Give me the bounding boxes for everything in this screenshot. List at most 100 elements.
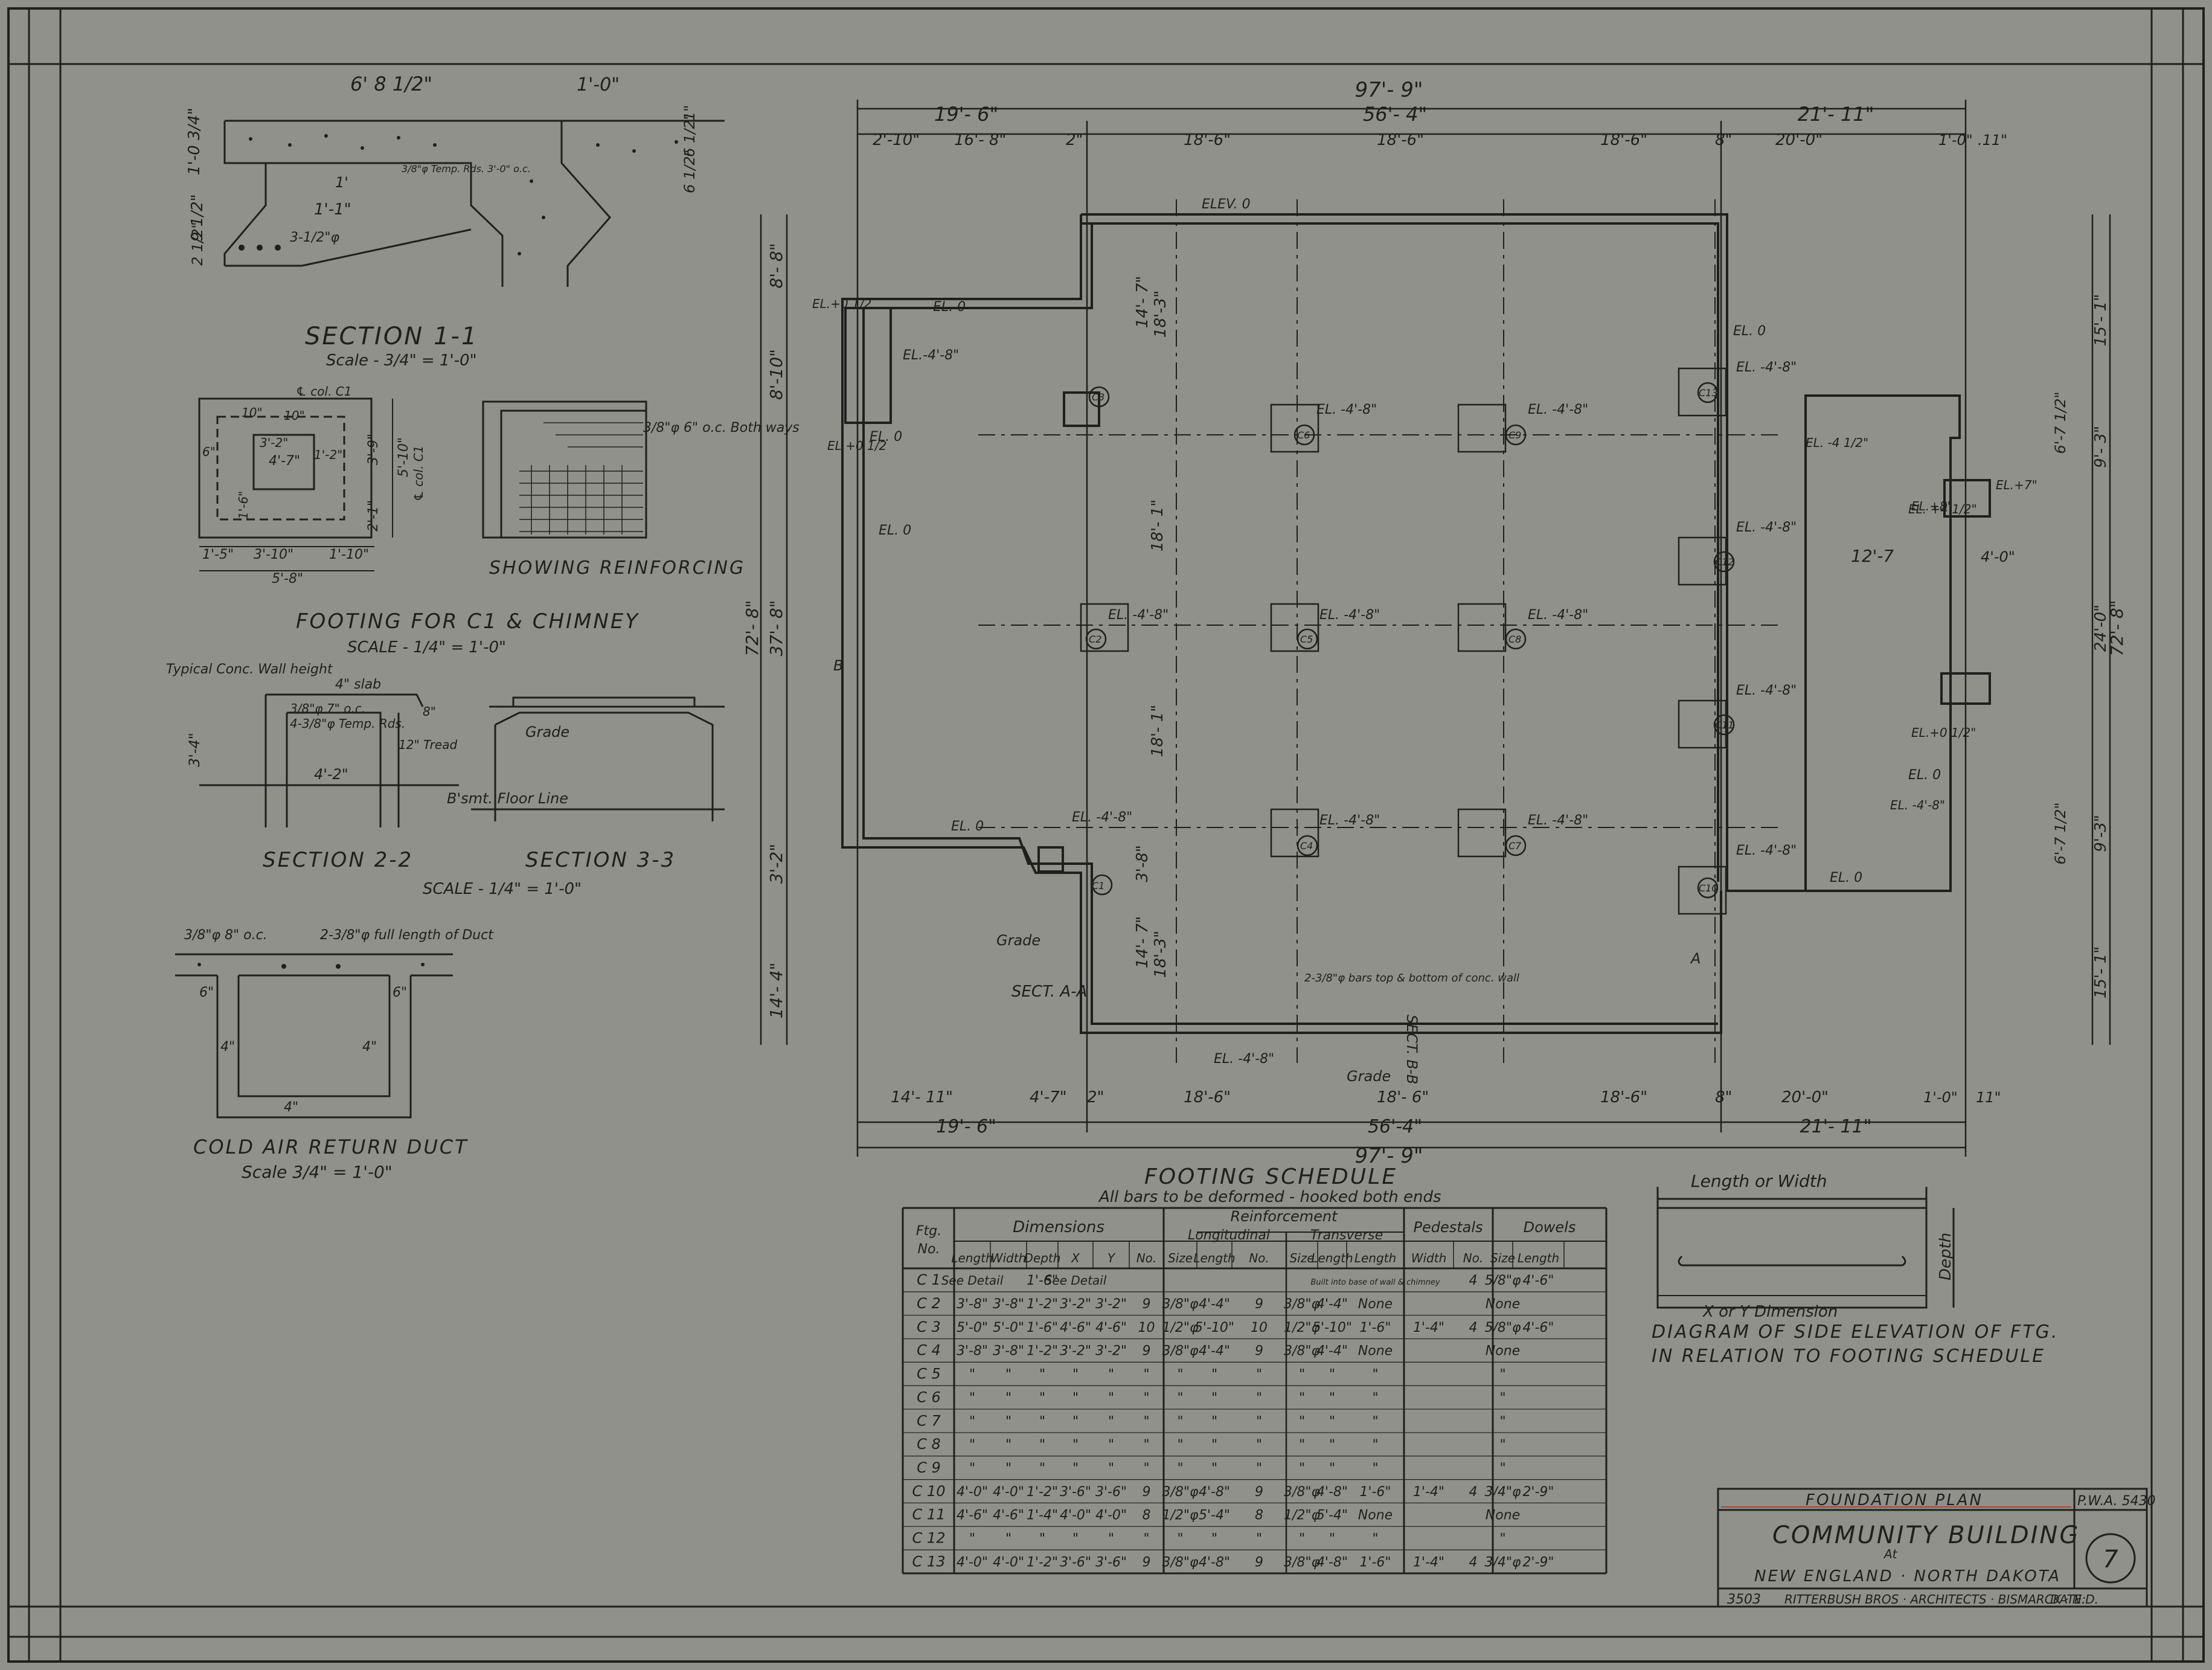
title-block: FOUNDATION PLAN P.W.A. 5430 COMMUNITY BU… — [1717, 1488, 2156, 1608]
schedule-row-0-cell-15: 5/8"φ — [1484, 1273, 1521, 1288]
elev-label-29: EL. +4 1/2" — [1908, 502, 1977, 516]
schedule-head-dowels: Dowels — [1524, 1219, 1576, 1236]
dim-bottom-left: 19'- 6" — [936, 1116, 996, 1137]
dim-right-small: 4'-0" — [1981, 548, 2015, 565]
fc1-dim-10: 3'-10" — [254, 547, 293, 562]
schedule-row-2-cell-14: 4 — [1469, 1320, 1478, 1335]
col-label-c1: C1 — [1092, 880, 1104, 891]
fc1-dim-12: 5'-8" — [272, 571, 303, 586]
elev-label-24: EL. -4 1/2" — [1806, 435, 1868, 450]
schedule-row-3-cell-11: 4'-4" — [1316, 1344, 1348, 1359]
schedule-row-5-cell-3: " — [1039, 1390, 1045, 1405]
elev-label-17: EL. -4'-8" — [1528, 813, 1588, 828]
schedule-row-2-cell-10: 1/2"φ — [1284, 1320, 1321, 1335]
schedule-row-1-cell-5: 3'-2" — [1095, 1297, 1127, 1312]
schedule-col-1: Width — [991, 1251, 1027, 1265]
dim-left-top: 8'- 8" — [766, 243, 786, 288]
dim-left-second: 8'-10" — [766, 349, 786, 400]
schedule-row-8-cell-4: " — [1072, 1461, 1079, 1476]
elev-label-10: EL.-4'-8" — [903, 348, 959, 363]
schedule-row-8-cell-6: " — [1143, 1461, 1149, 1476]
schedule-col-4: Y — [1108, 1251, 1116, 1265]
sec11-dim-2: 1'-0 3/4" — [185, 108, 204, 175]
dim-bottom-5: 18'-6" — [1600, 1088, 1647, 1106]
dim-inner-col-2: 18'- 1" — [1149, 499, 1167, 551]
left-dimensions: 72'- 8" 37'- 8" 8'- 8" 8'-10" 3'-2" 14'-… — [742, 243, 1170, 1018]
schedule-row-0-cell-16: 4'-6" — [1522, 1273, 1554, 1288]
schedule-row-2-cell-11: 5'-10" — [1312, 1320, 1352, 1335]
schedule-row-5-cell-15: " — [1499, 1390, 1505, 1405]
title-project-no: P.W.A. 5430 — [2077, 1494, 2156, 1509]
sec11-dim-5: 1'-1" — [314, 201, 351, 219]
schedule-row-7-cell-15: " — [1499, 1437, 1505, 1453]
schedule-row-9-cell-5: 3'-6" — [1095, 1485, 1127, 1500]
schedule-row-12-cell-3: 1'-2" — [1027, 1555, 1058, 1570]
schedule-row-12-cell-5: 3'-6" — [1095, 1555, 1127, 1570]
sec11-dim-9: 6 1/2" — [681, 149, 698, 193]
elev-label-1: EL. 0 — [933, 300, 966, 315]
col-label-c3: C3 — [1092, 391, 1104, 403]
sect-bb-label: SECT. B-B — [1403, 1015, 1420, 1084]
dim-bottom-8: 1'-0" — [1923, 1089, 1958, 1106]
fc1-dim-13: 1'-6" — [236, 491, 251, 519]
dim-top-overall: 97'- 9" — [1355, 78, 1423, 102]
s22-note-5: 4'-2" — [314, 766, 348, 783]
schedule-row-9-cell-1: 4'-0" — [957, 1485, 988, 1500]
schedule-row-4-cell-8: " — [1211, 1367, 1217, 1383]
schedule-row-2-cell-8: 5'-10" — [1194, 1320, 1234, 1335]
s22-note-7: 8" — [423, 704, 436, 719]
schedule-row-10-cell-9: 8 — [1255, 1508, 1263, 1523]
schedule-row-10-ftg: C 11 — [912, 1506, 946, 1523]
schedule-row-8-cell-15: " — [1499, 1461, 1505, 1476]
title-architects: RITTERBUSH BROS · ARCHITECTS · BISMARCK … — [1784, 1592, 2098, 1607]
dim-left-lower: 3'-2" — [766, 844, 786, 884]
schedule-row-1-cell-2: 3'-8" — [993, 1297, 1024, 1312]
sec11-scale: Scale - 3/4" = 1'-0" — [326, 352, 477, 370]
schedule-head-transverse: Transverse — [1310, 1228, 1383, 1243]
schedule-row-6-cell-4: " — [1072, 1414, 1079, 1429]
dim-top-left: 19'- 6" — [934, 103, 998, 126]
dim-inner-col-0: 14'- 7" — [1133, 276, 1152, 328]
schedule-row-4-cell-6: " — [1143, 1367, 1149, 1383]
schedule-row-5-cell-4: " — [1072, 1390, 1079, 1405]
elev-label-16: EL. -4'-8" — [1319, 813, 1380, 828]
title-drawing-no: 3503 — [1727, 1592, 1761, 1607]
schedule-row-2-ftg: C 3 — [917, 1318, 941, 1335]
grade-label: Grade — [996, 932, 1040, 949]
schedule-row-10-cell-1: 4'-6" — [957, 1508, 988, 1523]
title-at: At — [1883, 1547, 1898, 1561]
schedule-row-8-cell-2: " — [1005, 1461, 1011, 1476]
schedule-row-1-cell-10: 3/8"φ — [1284, 1297, 1321, 1312]
schedule-row-1-cell-12: None — [1358, 1297, 1393, 1312]
schedule-row-12-cell-4: 3'-6" — [1060, 1555, 1091, 1570]
diagram-bottom-label: X or Y Dimension — [1702, 1303, 1838, 1321]
schedule-row-7-cell-3: " — [1039, 1437, 1045, 1453]
schedule-row-1-cell-15: None — [1486, 1297, 1520, 1312]
schedule-col-13: No. — [1463, 1251, 1484, 1265]
schedule-head-longitudinal: Longitudinal — [1188, 1228, 1270, 1243]
schedule-row-0-cell-12: Built into base of wall & chimney — [1310, 1278, 1440, 1287]
schedule-row-8-cell-5: " — [1108, 1461, 1114, 1476]
schedule-row-3-cell-1: 3'-8" — [957, 1344, 988, 1359]
schedule-row-6-cell-9: " — [1256, 1414, 1262, 1429]
schedule-row-9-cell-11: 4'-8" — [1316, 1485, 1348, 1500]
sec11-note-1: 3/8"φ Temp. Rds. 3'-0" o.c. — [402, 163, 531, 175]
fc1-dim-15: 10" — [242, 405, 263, 420]
sect-aa-label: SECT. A-A — [1011, 983, 1087, 1001]
sec11-dim-6: 1' — [335, 174, 348, 191]
dim-right-part-1: 9'- 3" — [2092, 426, 2110, 468]
schedule-row-1-cell-4: 3'-2" — [1060, 1297, 1091, 1312]
dim-row3-8: 1'-0" — [1938, 132, 1973, 149]
duct-scale: Scale 3/4" = 1'-0" — [242, 1162, 393, 1182]
schedule-row-11-cell-9: " — [1256, 1532, 1262, 1547]
schedule-row-12-cell-9: 9 — [1255, 1555, 1263, 1570]
dim-right-mid: 12'-7 — [1851, 546, 1894, 566]
schedule-row-6-cell-1: " — [969, 1414, 975, 1429]
schedule-row-9-cell-12: 1'-6" — [1359, 1485, 1391, 1500]
schedule-row-4-cell-1: " — [969, 1367, 975, 1383]
schedule-row-12-cell-14: 4 — [1469, 1555, 1478, 1570]
diagram-side-label: Depth — [1937, 1233, 1955, 1280]
schedule-row-7-cell-1: " — [969, 1437, 975, 1453]
schedule-row-9-cell-6: 9 — [1143, 1485, 1151, 1500]
section-1-1: 6' 8 1/2" 1'-0" 1'-0 3/4" 9 1/2" 2 1/2" … — [185, 72, 725, 370]
